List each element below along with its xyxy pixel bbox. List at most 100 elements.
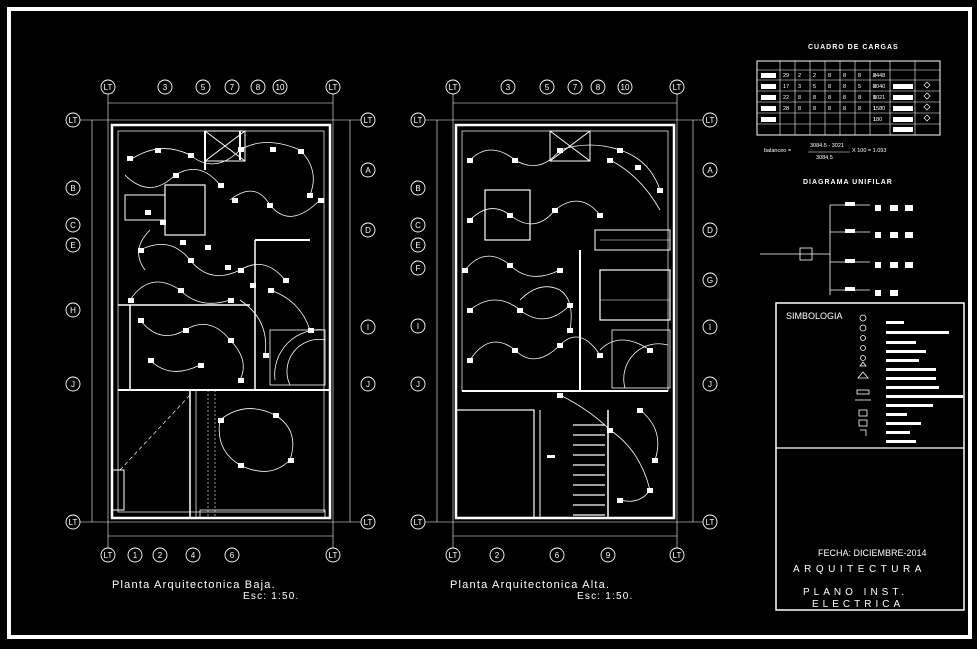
axis-bubble: 6: [224, 547, 240, 563]
svg-text:6: 6: [555, 551, 560, 560]
load-table-cell: 8: [873, 73, 877, 79]
svg-text:F: F: [416, 264, 421, 273]
load-table-cell: 8: [798, 106, 802, 112]
load-table-cell: 5: [813, 84, 817, 90]
load-table-cell: 8: [843, 95, 847, 101]
sheet-border: [7, 7, 972, 639]
svg-text:8: 8: [596, 83, 601, 92]
svg-text:I: I: [417, 322, 419, 331]
plan1-title: Planta Arquitectonica Baja.: [112, 579, 276, 591]
axis-bubble: J: [65, 376, 81, 392]
axis-bubble: LT: [669, 79, 685, 95]
axis-bubble: LT: [702, 514, 718, 530]
svg-text:C: C: [70, 221, 76, 230]
axis-bubble: LT: [410, 112, 426, 128]
load-table-cell: 29: [783, 73, 790, 79]
svg-text:J: J: [708, 380, 712, 389]
svg-text:B: B: [415, 184, 420, 193]
axis-bubble: LT: [410, 514, 426, 530]
load-table-cell: 3: [798, 84, 802, 90]
svg-text:LT: LT: [706, 518, 715, 527]
axis-bubble: 7: [567, 79, 583, 95]
svg-text:E: E: [415, 241, 420, 250]
svg-text:LT: LT: [69, 116, 78, 125]
axis-bubble: I: [360, 319, 376, 335]
svg-text:G: G: [707, 276, 713, 285]
load-table-cell: 1: [873, 106, 877, 112]
load-table-title: CUADRO DE CARGAS: [808, 44, 899, 51]
axis-bubble: B: [410, 180, 426, 196]
svg-text:H: H: [70, 306, 76, 315]
load-table-cell: 8: [843, 106, 847, 112]
axis-bubble: LT: [100, 547, 116, 563]
load-table-cell: 28: [783, 106, 790, 112]
svg-text:10: 10: [276, 83, 285, 92]
axis-bubble: LT: [445, 547, 461, 563]
load-table-cell: 8: [828, 95, 832, 101]
axis-bubble: 9: [600, 547, 616, 563]
upper-floor-plan: [418, 92, 712, 550]
load-table-cell: 8: [813, 106, 817, 112]
axis-bubble: 3: [500, 79, 516, 95]
axis-bubble: F: [410, 260, 426, 276]
axis-bubble: LT: [669, 547, 685, 563]
axis-bubble: E: [65, 237, 81, 253]
axis-bubble: LT: [325, 79, 341, 95]
plan2-scale: Esc: 1:50.: [577, 591, 634, 602]
svg-text:LT: LT: [104, 551, 113, 560]
svg-text:LT: LT: [414, 116, 423, 125]
svg-text:3: 3: [506, 83, 511, 92]
load-table-cell: 2040: [873, 84, 886, 90]
load-table-cell: 8: [858, 95, 862, 101]
load-table-cell: 22: [783, 95, 790, 101]
load-table-cell: 8: [843, 73, 847, 79]
drawing-discipline: ARQUITECTURA: [793, 564, 926, 575]
axis-bubble: B: [65, 180, 81, 196]
load-table-cell: 2448: [873, 73, 886, 79]
plan2-title: Planta Arquitectonica Alta.: [450, 579, 611, 591]
svg-text:5: 5: [201, 83, 206, 92]
single-line-title: DIAGRAMA UNIFILAR: [803, 179, 893, 186]
load-table-cell: 5: [858, 84, 862, 90]
load-table-cell: 180: [873, 117, 883, 123]
load-table-cell: 1580: [873, 106, 886, 112]
symbology-title: SIMBOLOGIA: [786, 311, 843, 321]
axis-bubble: 6: [549, 547, 565, 563]
axis-bubble: 5: [195, 79, 211, 95]
axis-bubble: C: [65, 217, 81, 233]
drawing-date: FECHA: DICIEMBRE-2014: [818, 548, 927, 558]
svg-text:J: J: [416, 380, 420, 389]
axis-bubble: 8: [590, 79, 606, 95]
svg-text:LT: LT: [706, 116, 715, 125]
svg-text:A: A: [365, 166, 371, 175]
axis-bubble: J: [702, 376, 718, 392]
svg-text:8: 8: [256, 83, 261, 92]
axis-bubble: LT: [325, 547, 341, 563]
axis-bubble: H: [65, 302, 81, 318]
svg-text:LT: LT: [673, 551, 682, 560]
axis-bubble: J: [410, 376, 426, 392]
svg-text:LT: LT: [329, 83, 338, 92]
svg-text:2: 2: [495, 551, 500, 560]
axis-bubble: 10: [617, 79, 633, 95]
axis-bubble: C: [410, 217, 426, 233]
load-table-cell: 1021: [873, 95, 886, 101]
svg-text:E: E: [70, 241, 75, 250]
svg-text:A: A: [707, 166, 713, 175]
load-table-cell: 2: [813, 73, 817, 79]
load-table-cell: 17: [783, 84, 790, 90]
load-table-cell: 8: [828, 73, 832, 79]
svg-text:9: 9: [606, 551, 611, 560]
load-table-cell: 8: [828, 106, 832, 112]
load-table-cell: 8: [873, 84, 877, 90]
axis-bubble: LT: [360, 112, 376, 128]
svg-text:LT: LT: [449, 83, 458, 92]
drawing-name-line1: PLANO INST.: [803, 587, 909, 598]
svg-text:6: 6: [230, 551, 235, 560]
axis-bubble: LT: [65, 514, 81, 530]
svg-text:D: D: [365, 226, 371, 235]
axis-bubble: A: [702, 162, 718, 178]
axis-bubble: A: [360, 162, 376, 178]
svg-text:J: J: [71, 380, 75, 389]
load-table-cell: 8: [843, 84, 847, 90]
